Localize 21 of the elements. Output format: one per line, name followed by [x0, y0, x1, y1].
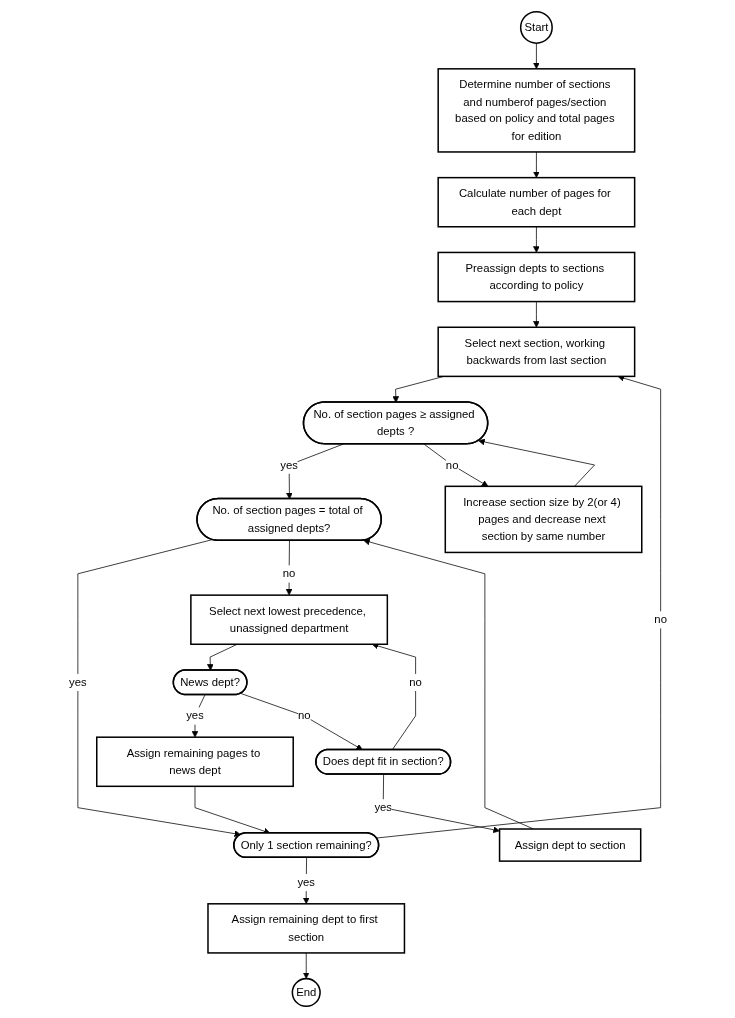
node-box: Assign remaining pages to news dept: [95, 736, 294, 788]
edge-label: yes: [185, 708, 204, 722]
node-box: Increase section size by 2(or 4) pages and decrease next section by same number: [444, 485, 642, 554]
node-box: Determine number of sections and numberof pages/section based on policy and total pages for edition: [436, 68, 635, 153]
edge-label: yes: [296, 875, 315, 889]
node-circle: Start: [519, 10, 553, 44]
node-box: Calculate number of pages for each dept: [436, 176, 635, 228]
edge-label: yes: [373, 800, 392, 814]
edge-label: no: [653, 612, 667, 626]
edge-label: no: [445, 457, 458, 471]
edge-label: yes: [279, 457, 298, 471]
node-box: Assign dept to section: [498, 828, 641, 862]
node-box: Select next section, working backwards from last section: [436, 326, 635, 378]
edge-label: yes: [68, 675, 87, 689]
node-box: Select next lowest precedence, unassigned department: [189, 594, 388, 645]
node-box: Preassign depts to sections according to policy: [436, 251, 635, 303]
edge-label: no: [297, 708, 311, 722]
node-circle: End: [291, 977, 321, 1008]
node-box: Assign remaining dept to first section: [206, 903, 405, 954]
edge-label: no: [408, 675, 422, 689]
edge-label: no: [282, 566, 295, 580]
